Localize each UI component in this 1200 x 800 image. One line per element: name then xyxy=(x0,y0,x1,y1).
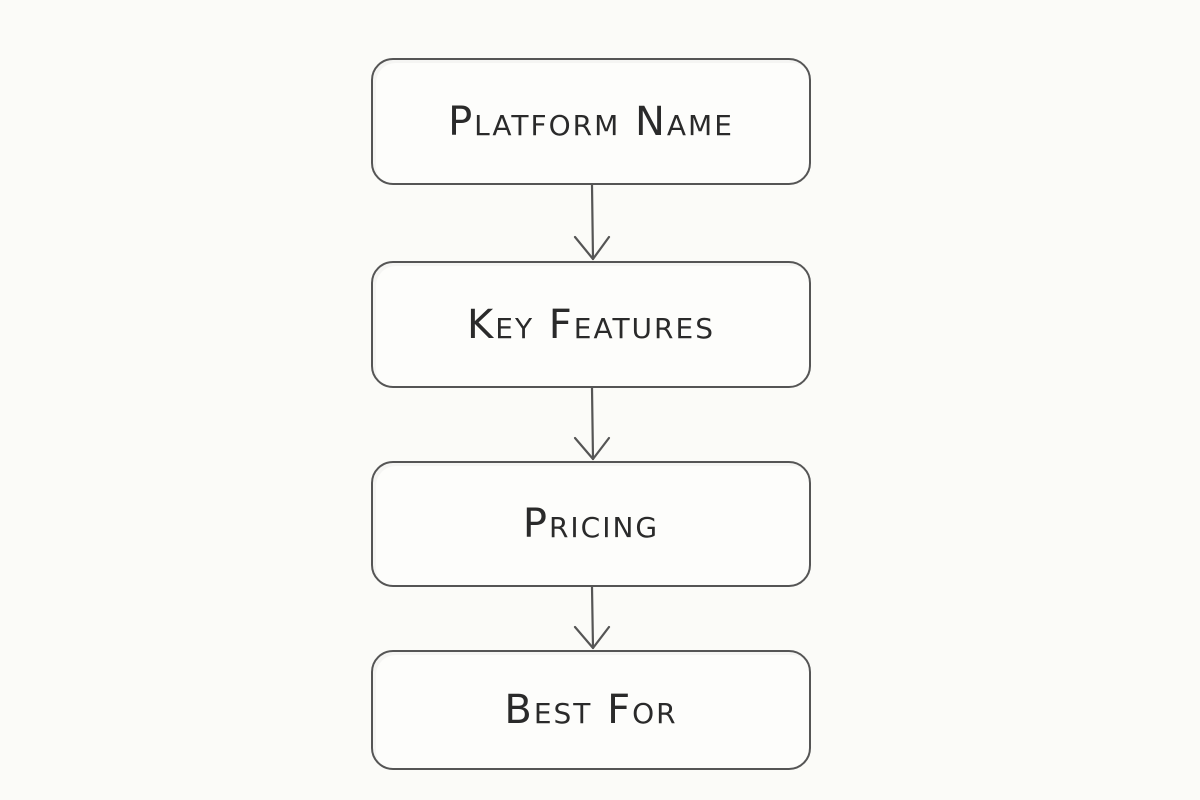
arrow-pricing-to-bestfor xyxy=(573,585,611,650)
arrow-platform-to-features xyxy=(573,183,611,261)
node-label: Key Features xyxy=(467,301,715,348)
arrow-features-to-pricing xyxy=(573,386,611,461)
node-pricing: Pricing xyxy=(371,461,811,587)
node-best-for: Best For xyxy=(371,650,811,770)
node-key-features: Key Features xyxy=(371,261,811,388)
node-platform-name: Platform Name xyxy=(371,58,811,185)
node-label: Platform Name xyxy=(448,98,734,145)
node-label: Best For xyxy=(504,687,678,733)
node-label: Pricing xyxy=(522,501,660,547)
